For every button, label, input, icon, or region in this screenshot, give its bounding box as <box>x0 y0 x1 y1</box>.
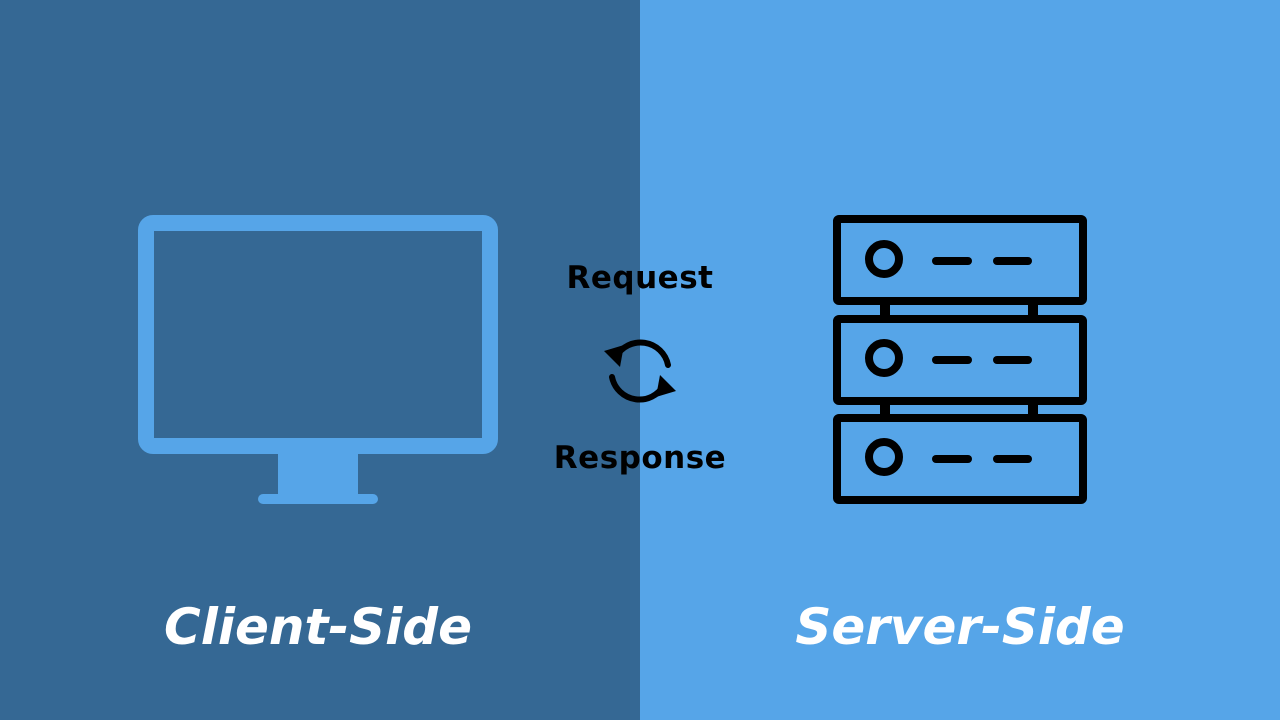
client-panel <box>0 0 640 720</box>
client-side-title: Client-Side <box>164 598 472 656</box>
monitor-icon <box>138 215 498 504</box>
sync-arrows-icon <box>604 339 676 403</box>
response-label: Response <box>553 440 727 476</box>
request-label: Request <box>566 260 714 296</box>
server-side-title: Server-Side <box>795 598 1125 656</box>
server-rack-icon <box>833 215 1087 504</box>
